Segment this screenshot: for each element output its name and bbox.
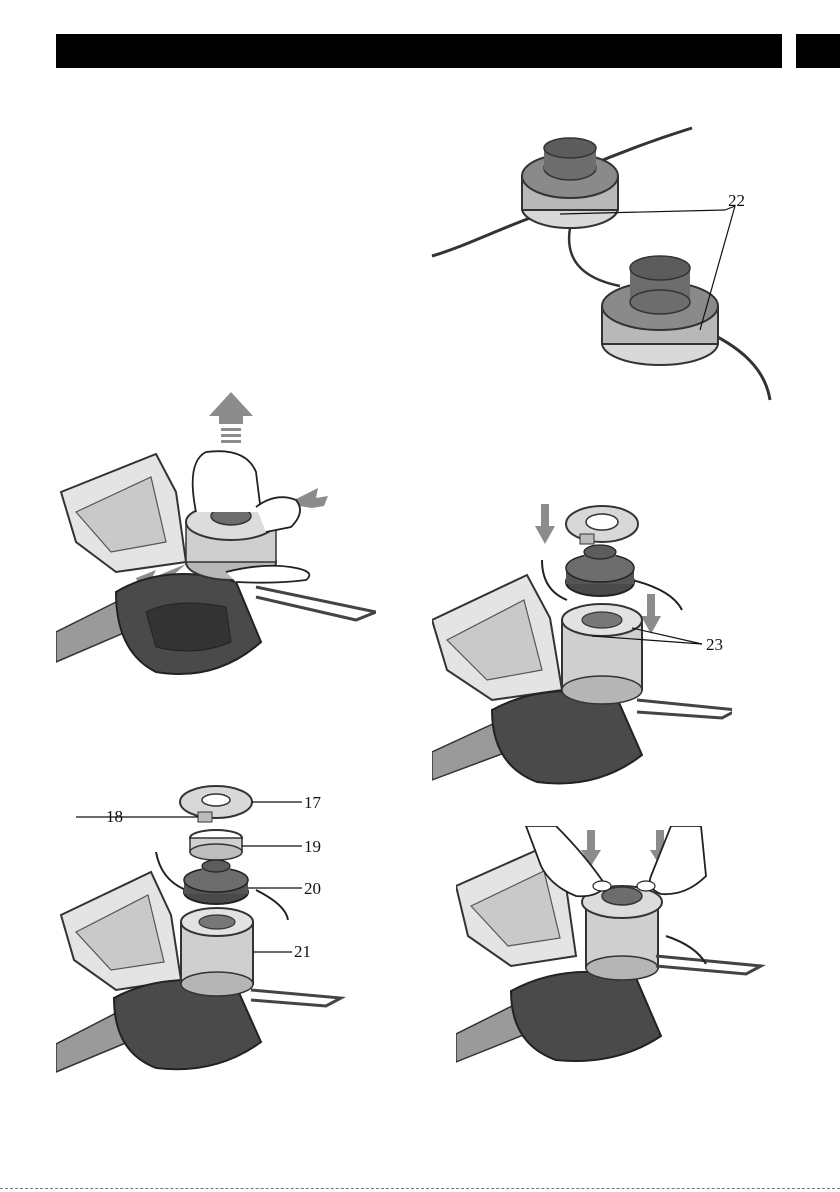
callout-20: 20 (304, 880, 321, 897)
callout-18: 18 (106, 808, 123, 825)
figure-insert-spool (432, 500, 732, 785)
spool-lower (602, 256, 718, 365)
figure-remove-spool-cover (56, 392, 376, 682)
header-bar (56, 34, 782, 68)
figure-exploded-spool-assembly (56, 780, 346, 1075)
callout-23: 23 (706, 636, 723, 653)
spool-upper (522, 138, 618, 228)
page-number-tab (796, 34, 840, 68)
figure-press-cover-on (456, 826, 766, 1066)
callout-21: 21 (294, 943, 311, 960)
figure-spools-with-line (420, 118, 820, 408)
arrow-down-left-icon (535, 504, 555, 544)
callout-19: 19 (304, 838, 321, 855)
arrow-down-right-icon (641, 594, 661, 634)
callout-22: 22 (728, 192, 745, 209)
arrow-up-icon (209, 392, 253, 443)
callout-17: 17 (304, 794, 321, 811)
bottom-rule (0, 1188, 840, 1189)
